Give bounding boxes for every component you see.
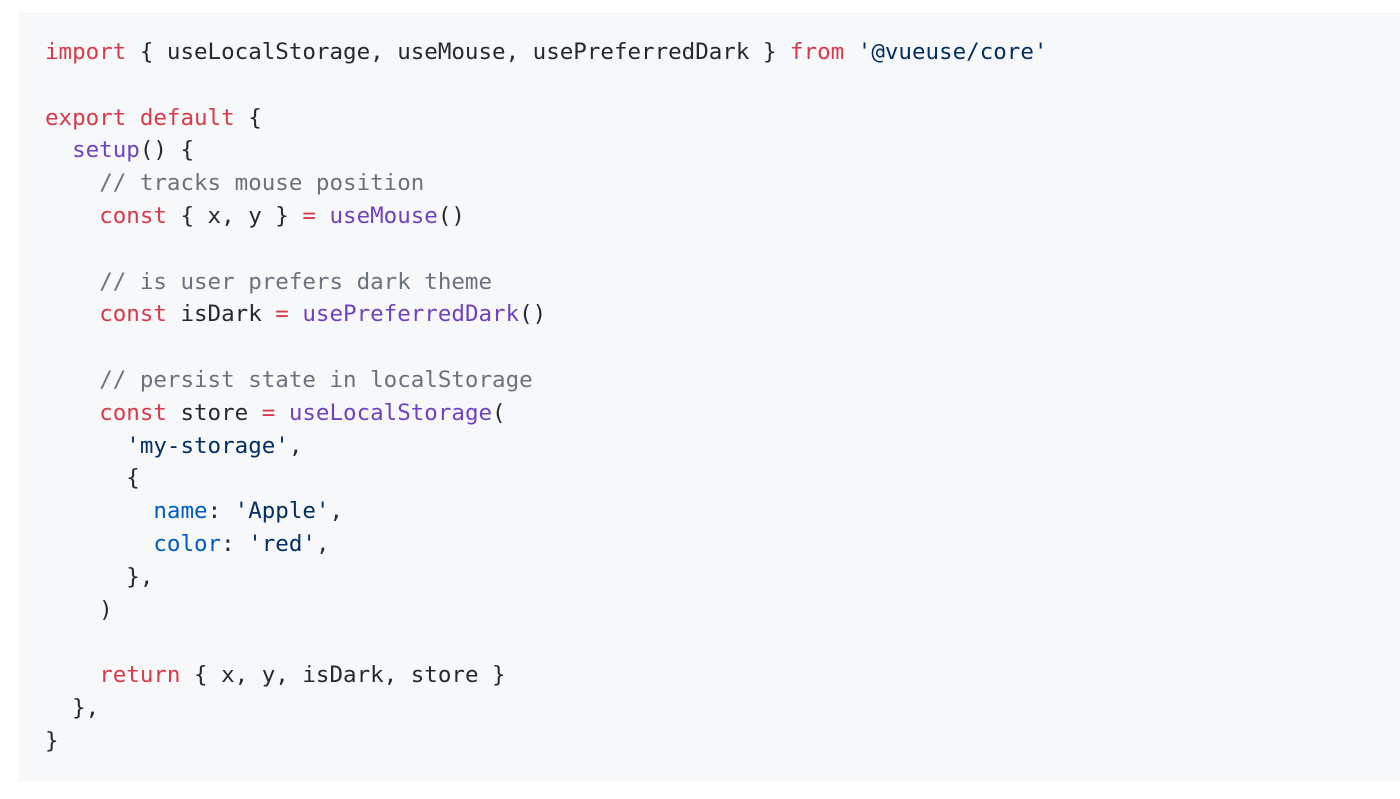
keyword-token: return <box>99 662 181 689</box>
comment-token: // persist state in localStorage <box>99 366 533 393</box>
function-token: usePreferredDark <box>302 301 520 328</box>
code-line: name: 'Apple', <box>45 495 1400 528</box>
plain-token: { x, y } <box>166 202 303 229</box>
code-line: // tracks mouse position <box>45 167 1400 200</box>
function-token: useMouse <box>329 202 438 229</box>
plain-token <box>316 203 330 229</box>
plain-token <box>45 269 99 295</box>
comment-token: // is user prefers dark theme <box>99 268 493 295</box>
plain-token <box>126 105 140 131</box>
plain-token <box>45 400 99 426</box>
operator-token: = <box>261 399 276 426</box>
code-line <box>45 626 1400 659</box>
plain-token <box>45 203 99 229</box>
keyword-token: import <box>45 39 127 65</box>
plain-token <box>45 137 72 163</box>
code-line <box>45 69 1400 102</box>
operator-token: = <box>302 202 316 229</box>
plain-token <box>45 170 99 196</box>
code-content[interactable]: import { useLocalStorage, useMouse, useP… <box>45 36 1400 758</box>
plain-token: () <box>519 301 547 328</box>
string-token: '@vueuse/core' <box>857 39 1048 65</box>
keyword-token: export <box>45 104 127 131</box>
plain-token: store <box>166 399 262 426</box>
plain-token: }, <box>45 694 100 721</box>
function-token: useLocalStorage <box>288 399 493 426</box>
plain-token <box>45 301 99 327</box>
code-line: return { x, y, isDark, store } <box>45 659 1400 692</box>
plain-token: { <box>234 104 262 131</box>
property-token: color <box>153 530 222 557</box>
string-token: 'Apple' <box>234 498 330 525</box>
plain-token <box>289 301 303 327</box>
code-line: const { x, y } = useMouse() <box>45 200 1400 233</box>
keyword-token: const <box>99 301 167 328</box>
code-line <box>45 233 1400 266</box>
plain-token: : <box>207 498 235 525</box>
operator-token: = <box>275 301 289 328</box>
plain-token: { <box>45 465 140 492</box>
plain-token <box>45 531 153 557</box>
code-line: color: 'red', <box>45 528 1400 561</box>
plain-token: { useLocalStorage, useMouse, usePreferre… <box>126 39 791 65</box>
keyword-token: const <box>99 202 167 229</box>
plain-token: { x, y, isDark, store } <box>180 662 506 689</box>
code-line: } <box>45 725 1400 758</box>
plain-token <box>45 498 153 524</box>
plain-token <box>844 39 858 65</box>
plain-token: }, <box>45 563 154 590</box>
plain-token <box>45 433 126 459</box>
code-block: import { useLocalStorage, useMouse, useP… <box>18 12 1400 782</box>
code-line: { <box>45 462 1400 495</box>
plain-token: ( <box>492 399 506 426</box>
keyword-token: from <box>790 39 845 65</box>
code-line: export default { <box>45 102 1400 135</box>
code-line: // persist state in localStorage <box>45 364 1400 397</box>
code-line: 'my-storage', <box>45 430 1400 463</box>
code-line: }, <box>45 692 1400 725</box>
code-line: const isDark = usePreferredDark() <box>45 298 1400 331</box>
code-line: setup() { <box>45 134 1400 167</box>
code-line: ) <box>45 594 1400 627</box>
plain-token: } <box>45 727 59 754</box>
plain-token: : <box>221 530 249 557</box>
function-token: setup <box>72 137 140 164</box>
plain-token: () <box>437 202 465 229</box>
string-token: 'red' <box>248 530 316 557</box>
keyword-token: const <box>99 399 167 426</box>
string-token: 'my-storage' <box>126 432 289 459</box>
plain-token <box>45 367 99 393</box>
plain-token: isDark <box>166 301 276 328</box>
plain-token <box>275 400 289 426</box>
keyword-token: default <box>139 104 235 131</box>
plain-token: , <box>329 498 344 525</box>
code-line: }, <box>45 561 1400 594</box>
comment-token: // tracks mouse position <box>99 170 425 197</box>
code-line: import { useLocalStorage, useMouse, useP… <box>45 36 1400 69</box>
plain-token: ) <box>45 596 113 623</box>
code-line: const store = useLocalStorage( <box>45 397 1400 430</box>
plain-token: , <box>288 432 303 459</box>
plain-token <box>45 662 99 688</box>
plain-token: , <box>315 530 330 557</box>
code-line <box>45 331 1400 364</box>
plain-token: () { <box>139 137 195 164</box>
property-token: name <box>153 498 208 525</box>
code-line: // is user prefers dark theme <box>45 266 1400 299</box>
